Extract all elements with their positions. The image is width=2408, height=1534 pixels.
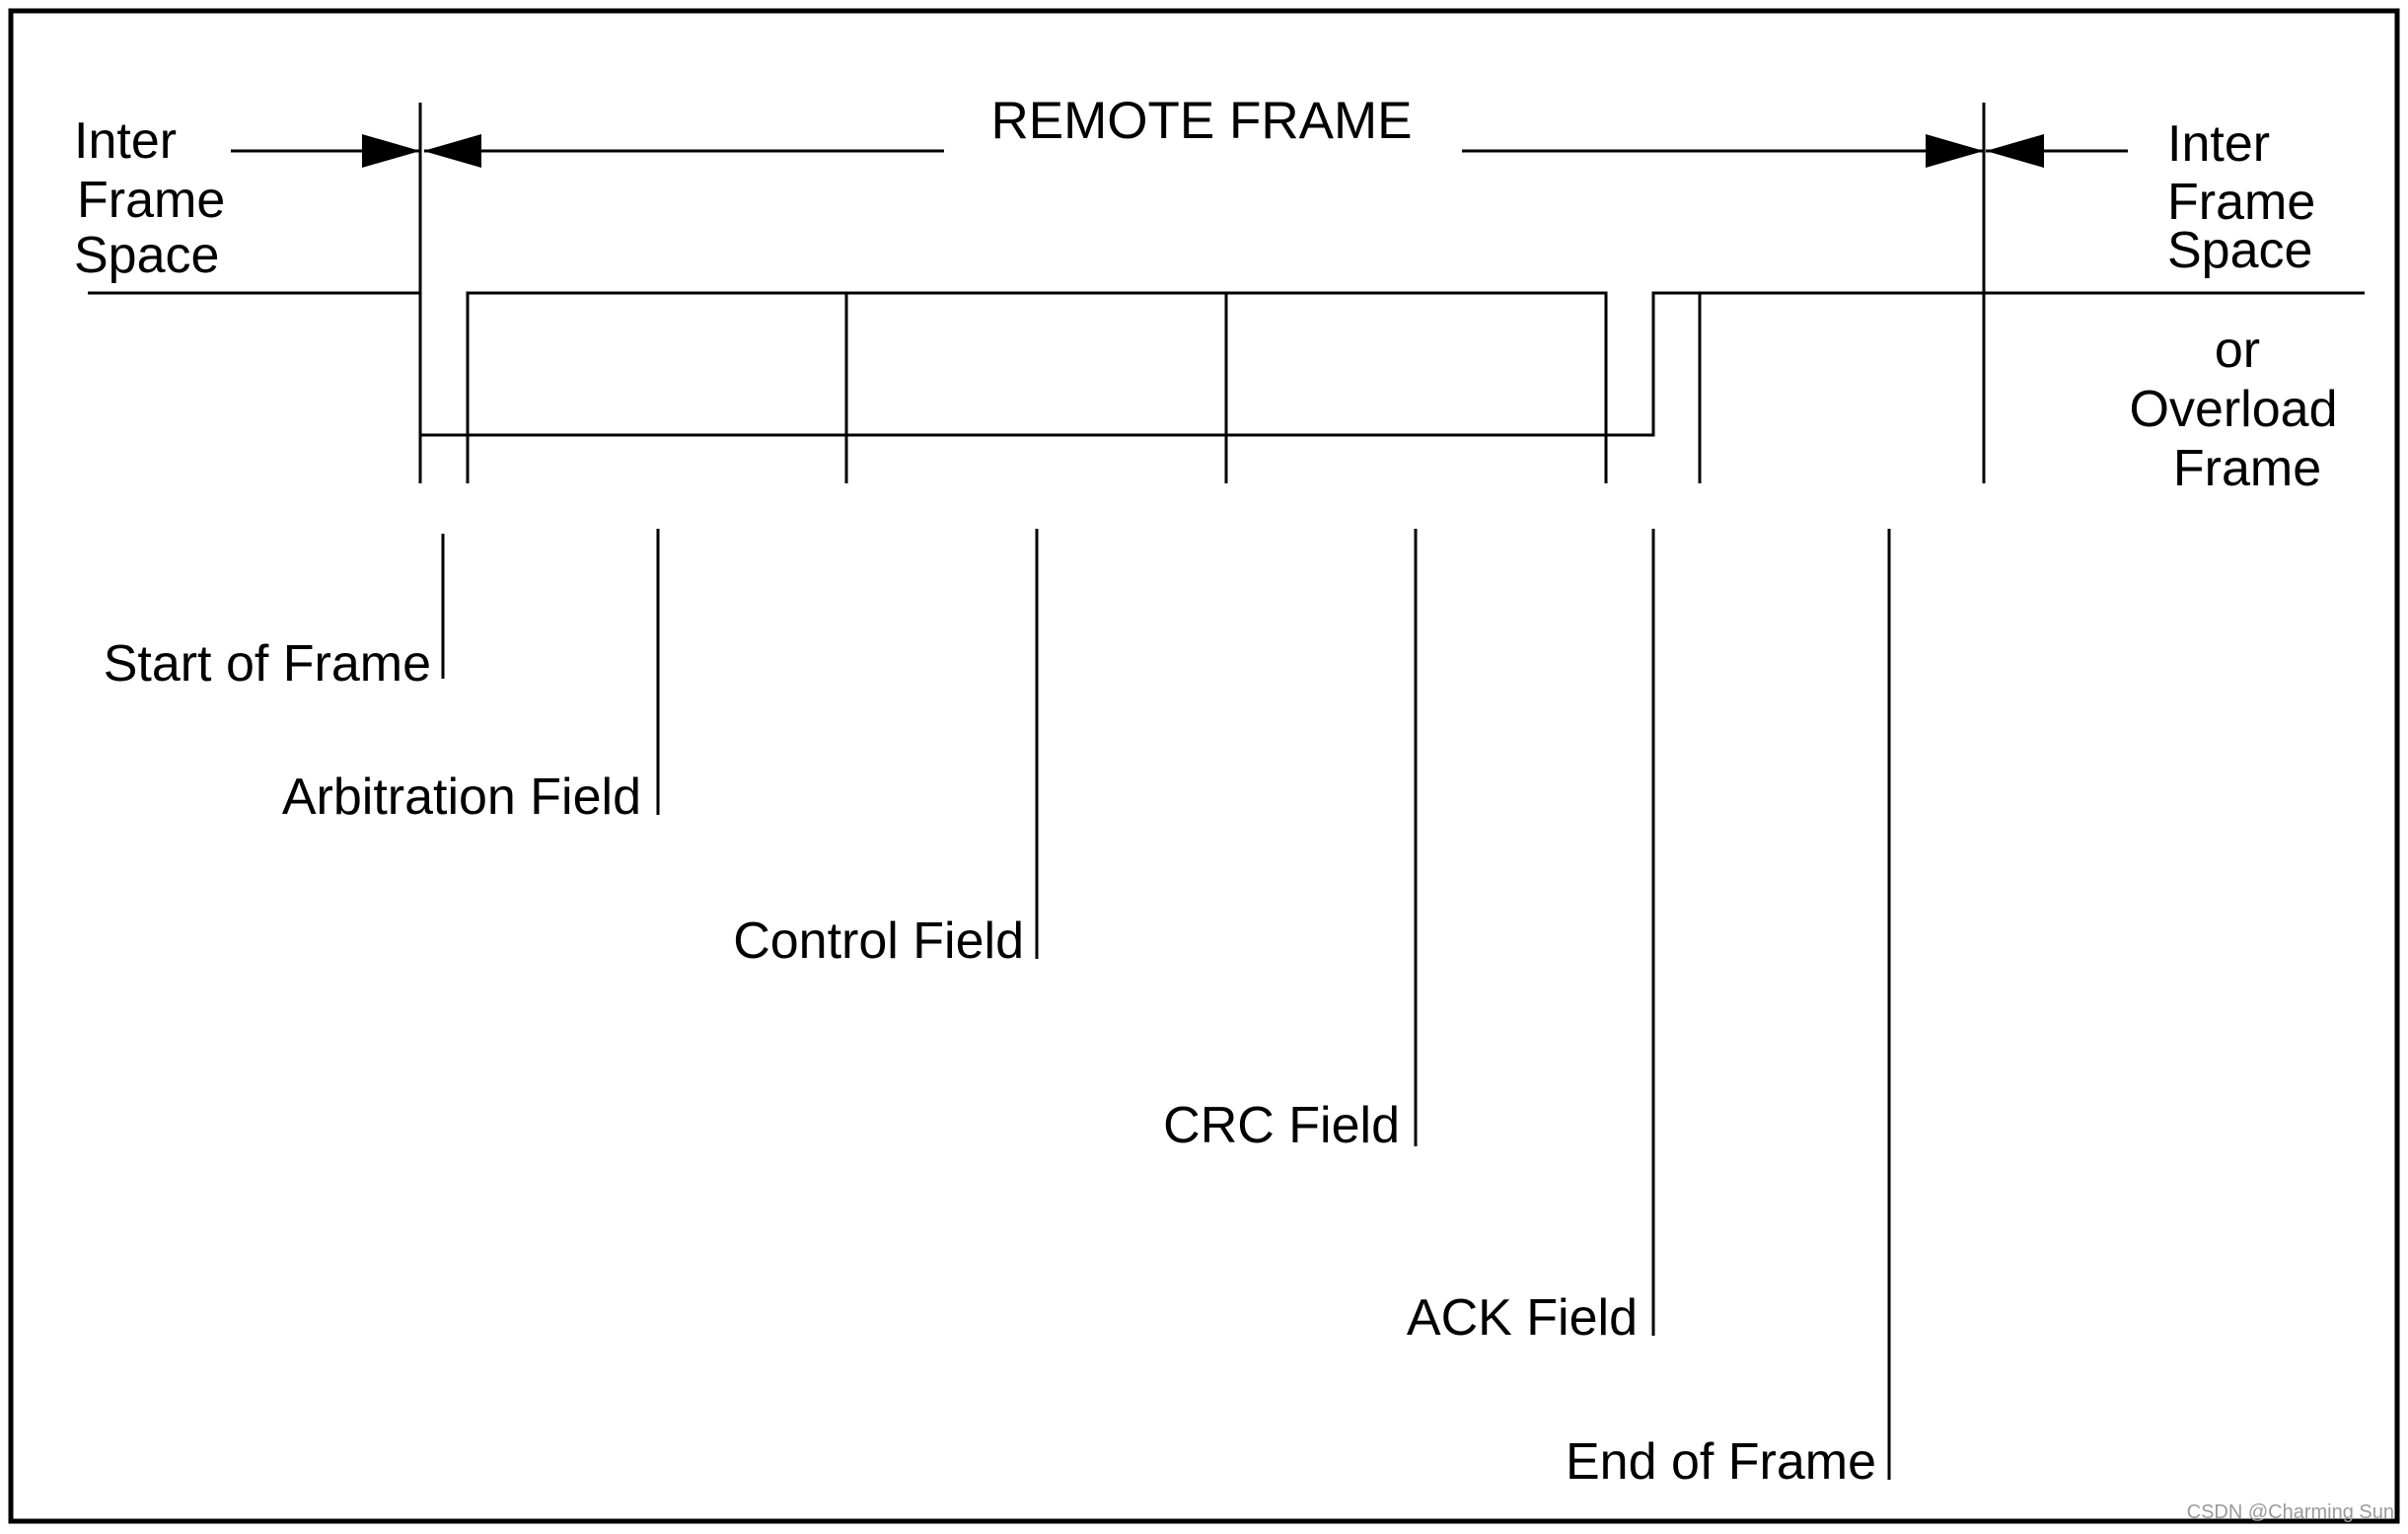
- diagram-border: [8, 8, 2400, 1524]
- left-ifs-label-1: Inter: [74, 112, 177, 170]
- frame-span-arrowhead-left: [423, 134, 481, 168]
- right-ifs-label-3: Space: [2167, 222, 2312, 279]
- diagram-title: REMOTE FRAME: [991, 92, 1413, 150]
- field-label-ack: ACK Field: [1407, 1289, 1638, 1347]
- right-ifs-label-2: Frame: [2167, 174, 2315, 231]
- field-label-end-of-frame: End of Frame: [1566, 1433, 1876, 1491]
- field-label-control: Control Field: [733, 913, 1024, 970]
- signal-waveform: [88, 291, 2365, 437]
- left-ifs-label-3: Space: [74, 227, 219, 284]
- overload-label-2: Overload: [2130, 381, 2338, 438]
- left-ifs-label-2: Frame: [77, 172, 225, 229]
- field-label-arbitration: Arbitration Field: [282, 768, 641, 826]
- left-ifs-arrowhead: [362, 134, 420, 168]
- overload-label-1: or: [2215, 322, 2260, 379]
- frame-span-arrowhead-right: [1926, 134, 1984, 168]
- right-ifs-arrowhead: [1986, 134, 2044, 168]
- field-label-crc: CRC Field: [1163, 1097, 1400, 1154]
- overload-label-3: Frame: [2173, 440, 2321, 497]
- right-ifs-label-1: Inter: [2167, 115, 2270, 173]
- field-label-start-of-frame: Start of Frame: [104, 635, 431, 693]
- watermark: CSDN @Charming Sun: [2187, 1501, 2394, 1523]
